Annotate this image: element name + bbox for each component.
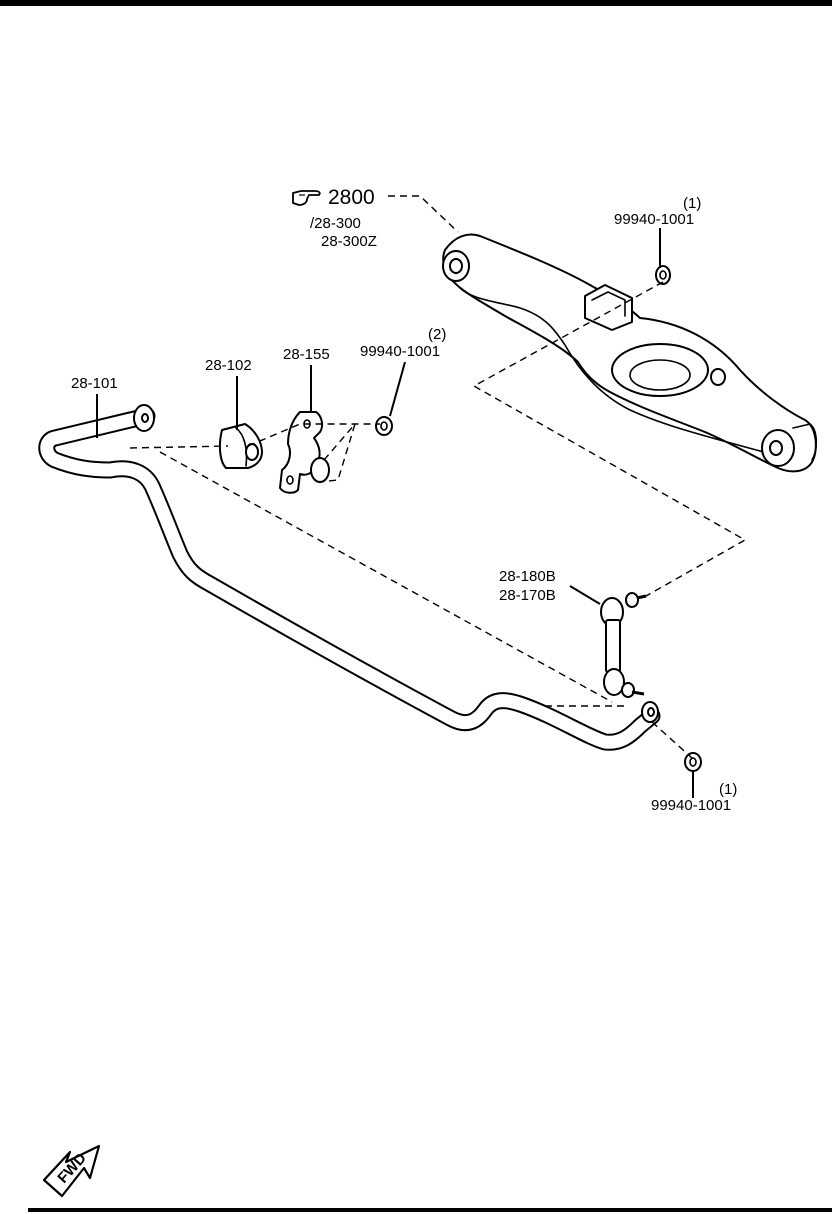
nut-top (655, 265, 671, 285)
stabilizer-link (600, 592, 647, 698)
bracket-label[interactable]: 28-155 (283, 346, 330, 363)
ref-sub-2-label[interactable]: 28-300Z (321, 233, 377, 250)
nut-bottom-qty: (1) (719, 781, 737, 798)
nut-bottom-part-label[interactable]: 99940-1001 (651, 797, 731, 814)
bracket (279, 411, 330, 494)
bottom-border (28, 1208, 832, 1212)
stabilizer-bar-label[interactable]: 28-101 (71, 375, 118, 392)
nut-bottom (684, 752, 702, 772)
leader-lines (96, 228, 694, 798)
link-1-label[interactable]: 28-180B (499, 568, 556, 585)
nut-top-qty: (1) (683, 195, 701, 212)
fwd-arrow-icon[interactable]: FWD (42, 1144, 101, 1198)
nut-bracket (375, 416, 393, 436)
ref-main-label[interactable]: 2800 (328, 186, 375, 209)
ref-sub-1-label[interactable]: /28-300 (310, 215, 361, 232)
lower-control-arm (442, 233, 818, 473)
bushing-label[interactable]: 28-102 (205, 357, 252, 374)
top-border (0, 0, 832, 6)
assembly-lines (129, 195, 747, 759)
nut-bracket-part-label[interactable]: 99940-1001 (360, 343, 440, 360)
nut-top-part-label[interactable]: 99940-1001 (614, 211, 694, 228)
nut-bracket-qty: (2) (428, 326, 446, 343)
link-2-label[interactable]: 28-170B (499, 587, 556, 604)
stabilizer-bar (38, 404, 661, 751)
pointing-hand-icon (292, 190, 321, 206)
